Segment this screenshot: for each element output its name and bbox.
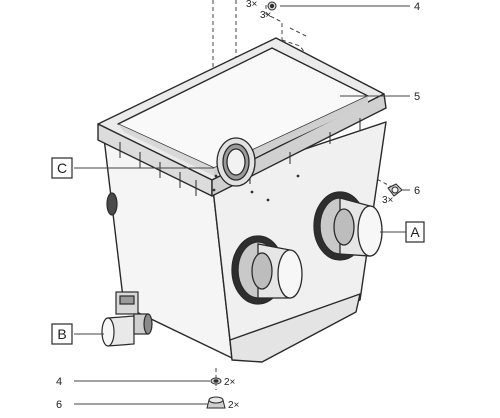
fastener-bottom-4 bbox=[210, 377, 222, 385]
port-front-left bbox=[231, 235, 303, 305]
qty-3x-right: 3× bbox=[382, 195, 394, 206]
qty-2x-b: 2× bbox=[228, 400, 240, 411]
filter-box-body bbox=[97, 37, 387, 363]
callout-box-b: B bbox=[51, 323, 73, 345]
callout-c-label: C bbox=[57, 160, 67, 176]
fastener-bottom-6 bbox=[206, 396, 226, 409]
mounting-dots bbox=[212, 174, 300, 202]
callout-a-label: A bbox=[410, 224, 420, 240]
inlet-c-sleeve bbox=[216, 137, 256, 187]
callout-4-bottom: 4 bbox=[56, 376, 62, 388]
leader-lines bbox=[74, 5, 410, 405]
callout-b-label: B bbox=[57, 326, 66, 342]
qty-3x-top-b: 3× bbox=[260, 10, 272, 21]
callout-4-top: 4 bbox=[414, 1, 420, 13]
callout-5: 5 bbox=[414, 91, 420, 103]
port-a bbox=[313, 191, 383, 261]
callout-box-c: C bbox=[51, 157, 73, 179]
callout-box-a: A bbox=[405, 221, 425, 243]
qty-2x-a: 2× bbox=[224, 377, 236, 388]
fastener-top-4 bbox=[267, 1, 277, 11]
callout-6-bottom: 6 bbox=[56, 399, 62, 411]
qty-3x-top-a: 3× bbox=[246, 0, 258, 10]
callout-6-right: 6 bbox=[414, 185, 420, 197]
valve-b bbox=[101, 291, 153, 347]
port-left-side bbox=[106, 192, 118, 216]
box-base bbox=[229, 293, 361, 363]
